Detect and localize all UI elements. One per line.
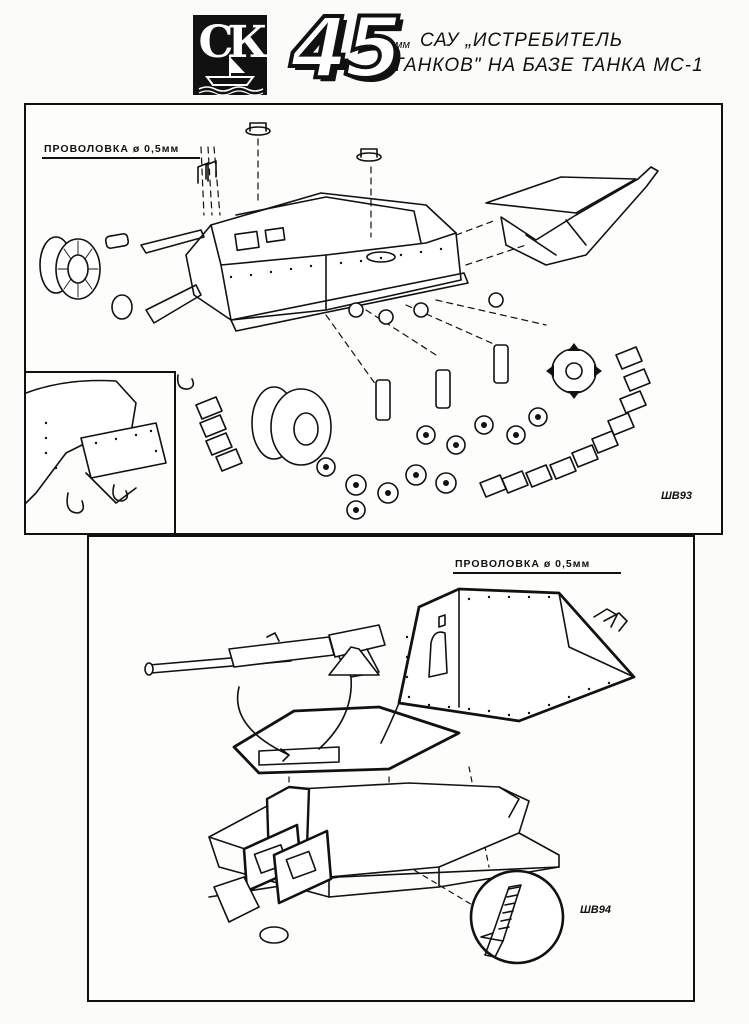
- tow-hook-detail-inset: [25, 371, 176, 533]
- page-title-line-1: САУ „ИСТРЕБИТЕЛЬ: [420, 30, 624, 51]
- wire-callout-underline-bottom: [453, 572, 621, 574]
- wire-callout-label-bottom: ПРОВОЛОВКА ø 0,5мм: [455, 558, 591, 570]
- wire-callout-underline: [42, 157, 200, 159]
- artist-signature-bottom: ШВ94: [580, 904, 611, 916]
- chassis-exploded-view-panel: ПРОВОЛОВКА ø 0,5мм ШВ93: [24, 103, 723, 535]
- scale-number: 45: [288, 0, 405, 97]
- logo-letters: СК: [198, 17, 267, 68]
- publisher-logo: СК: [193, 15, 267, 95]
- page-title-line-2: ТАНКОВ" НА БАЗЕ ТАНКА МС-1: [392, 55, 704, 76]
- chassis-exploded-drawing: [39, 122, 659, 520]
- scale-unit: мм: [395, 39, 411, 51]
- gun-cabin-assembly-drawing: [144, 587, 636, 965]
- tow-hook-detail-drawing: [25, 379, 167, 514]
- logo-ship-icon: [198, 55, 264, 95]
- gun-cabin-assembly-panel: ПРОВОЛОВКА ø 0,5мм ШВ94: [87, 535, 695, 1002]
- artist-signature: ШВ93: [661, 490, 692, 502]
- wire-callout-label: ПРОВОЛОВКА ø 0,5мм: [44, 143, 180, 155]
